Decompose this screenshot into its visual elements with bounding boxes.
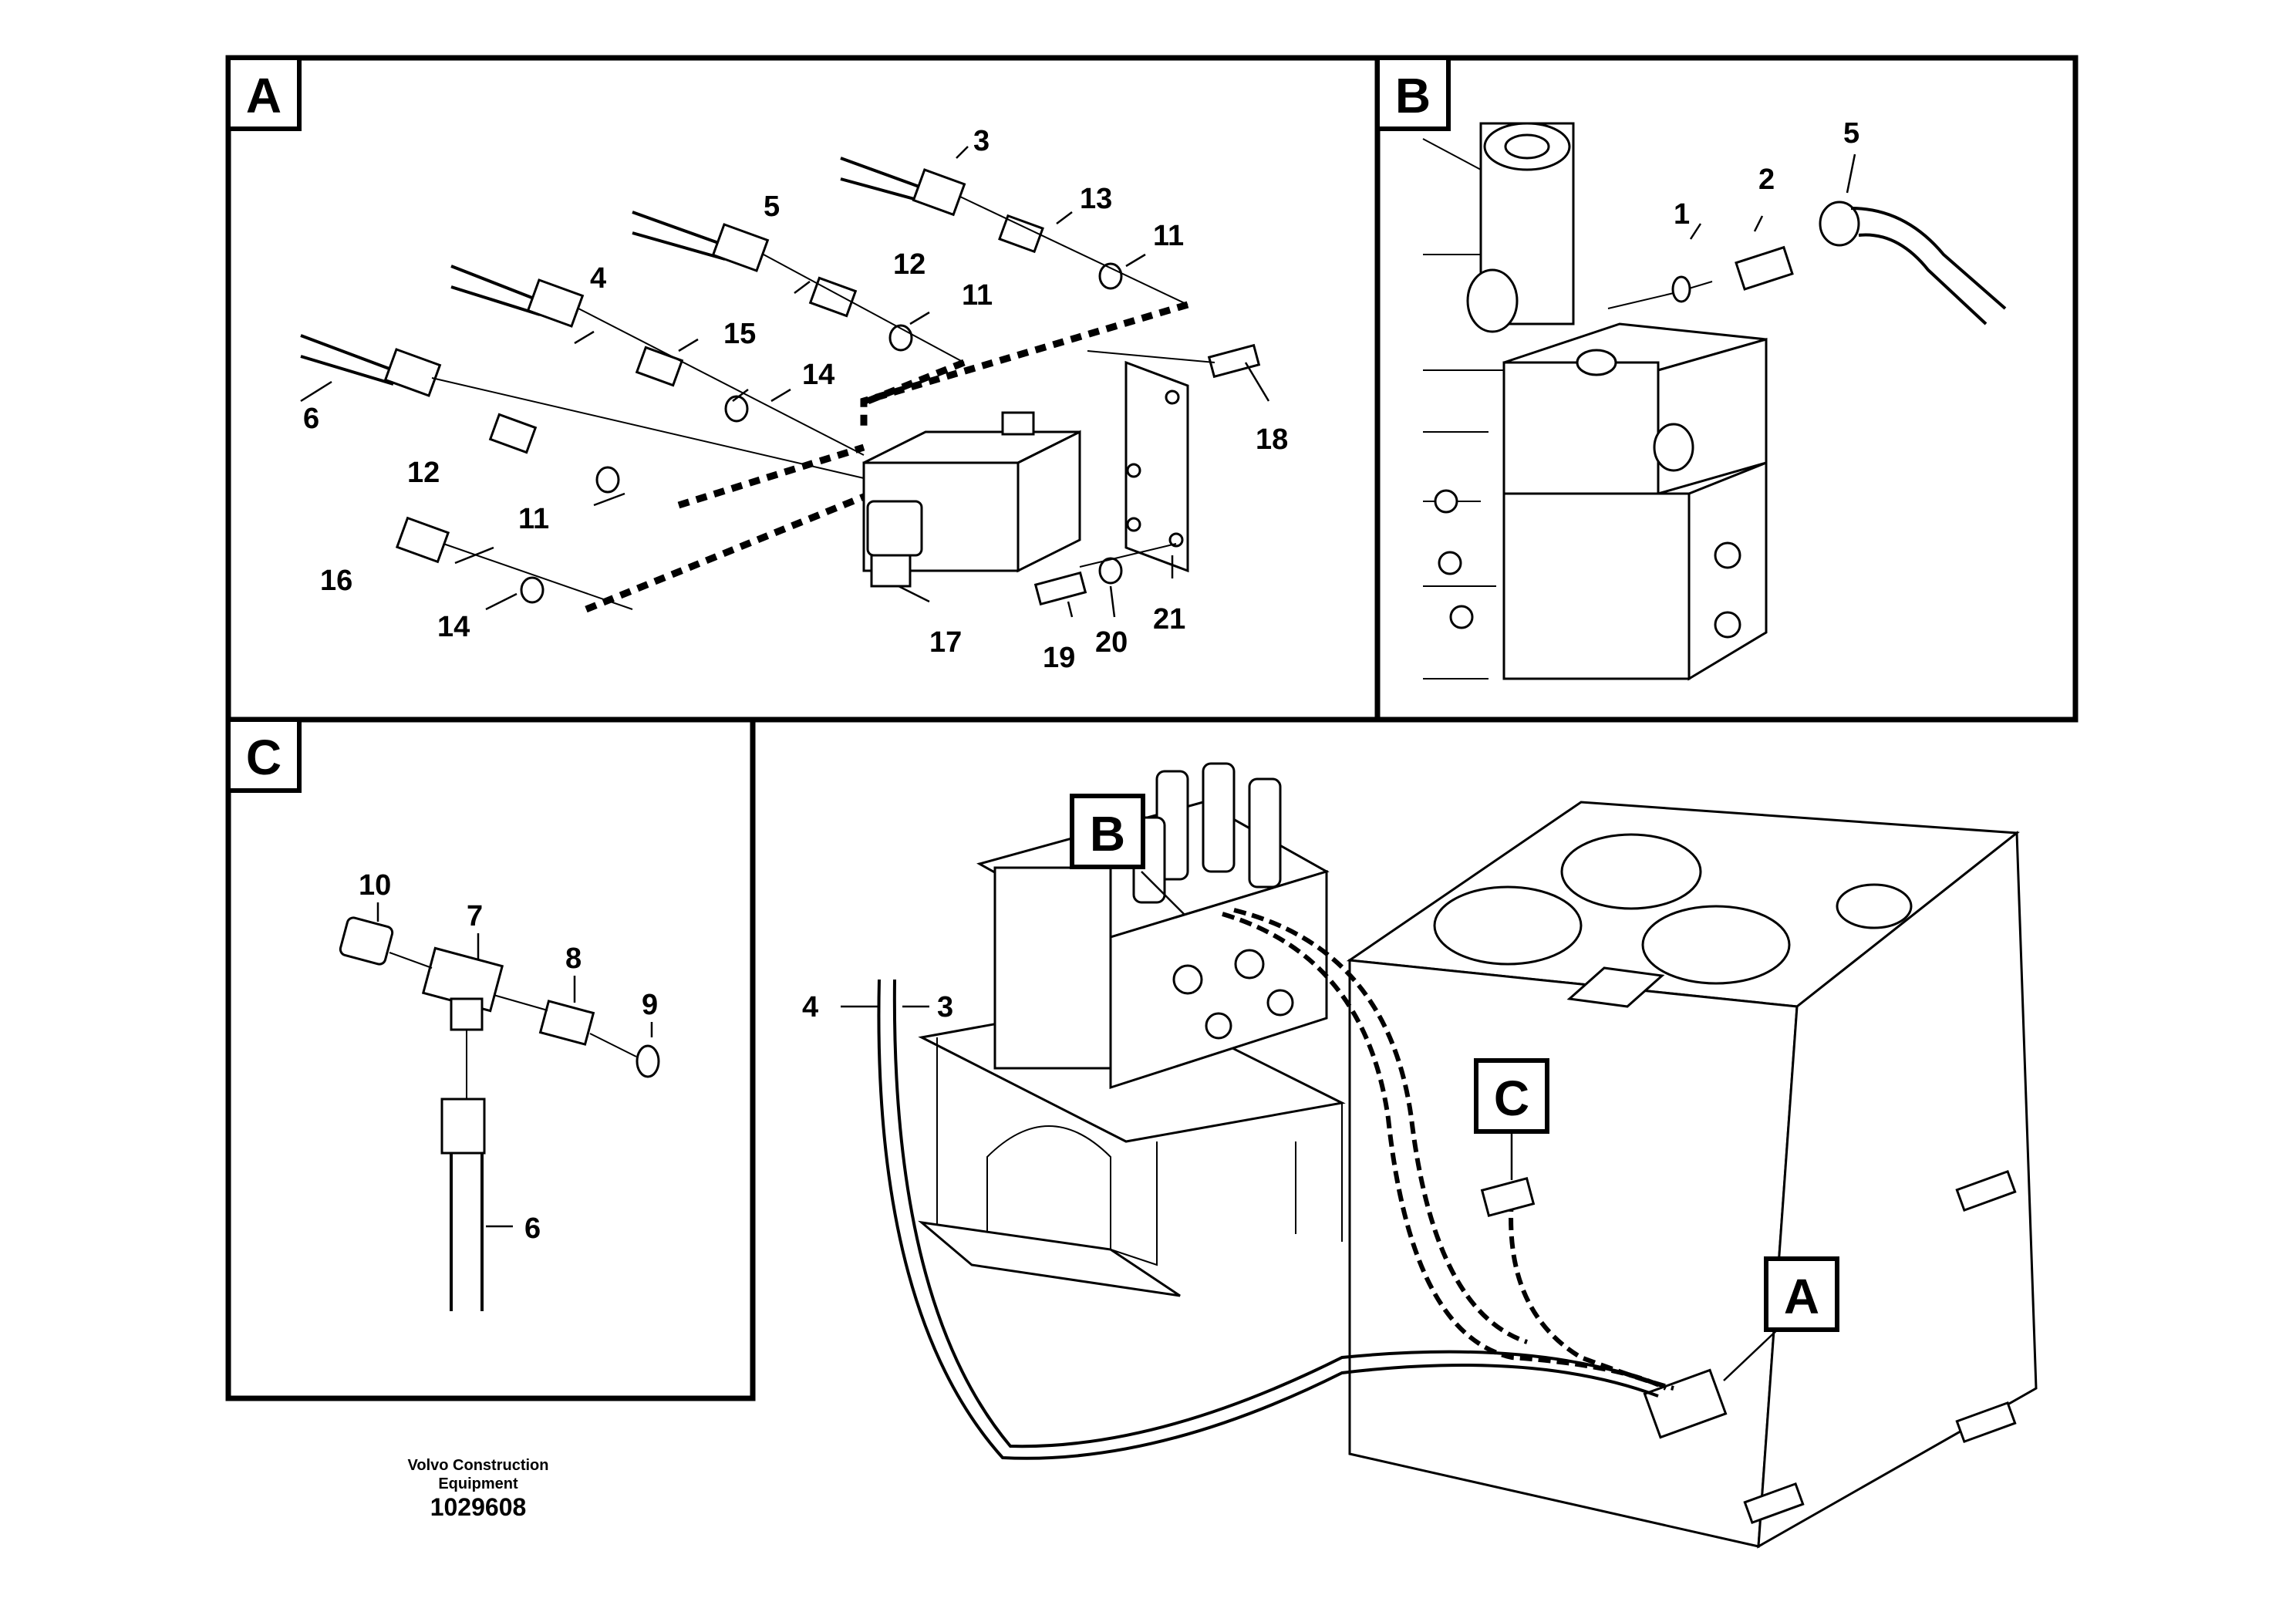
label-a-5: 5 <box>764 191 780 223</box>
label-a-6: 6 <box>303 403 319 435</box>
overview-callout-c: C <box>1474 1058 1549 1134</box>
footer-company-line1: Volvo Construction <box>407 1457 549 1474</box>
label-a-4: 4 <box>590 262 606 295</box>
panel-b-frame <box>1374 55 2079 723</box>
label-c-6: 6 <box>524 1212 541 1245</box>
label-overview-4: 4 <box>802 991 818 1023</box>
footer-drawing-number: 1029608 <box>430 1493 527 1521</box>
svg-text:A: A <box>246 68 282 123</box>
label-a-11c: 11 <box>518 503 549 535</box>
label-a-13: 13 <box>1080 183 1112 215</box>
label-a-14b: 14 <box>437 611 470 643</box>
label-b-2: 2 <box>1758 164 1775 196</box>
label-a-20: 20 <box>1095 626 1128 659</box>
panel-a-drawing <box>300 146 1270 618</box>
label-a-3: 3 <box>973 125 990 157</box>
label-b-5: 5 <box>1843 117 1859 150</box>
label-a-12: 12 <box>893 248 925 281</box>
footer-block: Volvo Construction Equipment 1029608 <box>324 1456 632 1522</box>
svg-text:A: A <box>1784 1269 1819 1324</box>
svg-text:B: B <box>1090 806 1125 862</box>
panel-b-drawing <box>1422 122 2007 681</box>
svg-text:B: B <box>1395 68 1431 123</box>
label-a-11: 11 <box>1153 220 1184 252</box>
label-a-12b: 12 <box>407 457 440 489</box>
panel-c-drawing <box>339 902 660 1311</box>
label-a-18: 18 <box>1256 423 1288 456</box>
label-c-10: 10 <box>359 869 391 902</box>
panel-c-frame <box>225 717 756 1401</box>
svg-text:C: C <box>1494 1071 1529 1126</box>
overview-callout-a: A <box>1764 1256 1839 1332</box>
svg-text:C: C <box>246 730 282 785</box>
label-a-19: 19 <box>1043 642 1075 674</box>
panel-b-tag: B <box>1375 56 1451 131</box>
label-c-9: 9 <box>642 989 658 1021</box>
overview-drawing <box>841 762 2038 1549</box>
panel-a-tag: A <box>226 56 302 131</box>
overview-callout-b: B <box>1070 794 1145 869</box>
label-c-7: 7 <box>467 900 483 932</box>
label-b-1: 1 <box>1674 198 1690 231</box>
footer-company-line2: Equipment <box>438 1475 518 1492</box>
label-a-21: 21 <box>1153 603 1185 636</box>
panel-c-tag: C <box>226 717 302 793</box>
label-a-15: 15 <box>723 318 756 350</box>
label-c-8: 8 <box>565 943 582 975</box>
label-a-11b: 11 <box>962 279 993 312</box>
label-a-14: 14 <box>802 359 834 391</box>
label-overview-3: 3 <box>937 991 953 1023</box>
label-a-16: 16 <box>320 565 352 597</box>
label-a-17: 17 <box>929 626 962 659</box>
